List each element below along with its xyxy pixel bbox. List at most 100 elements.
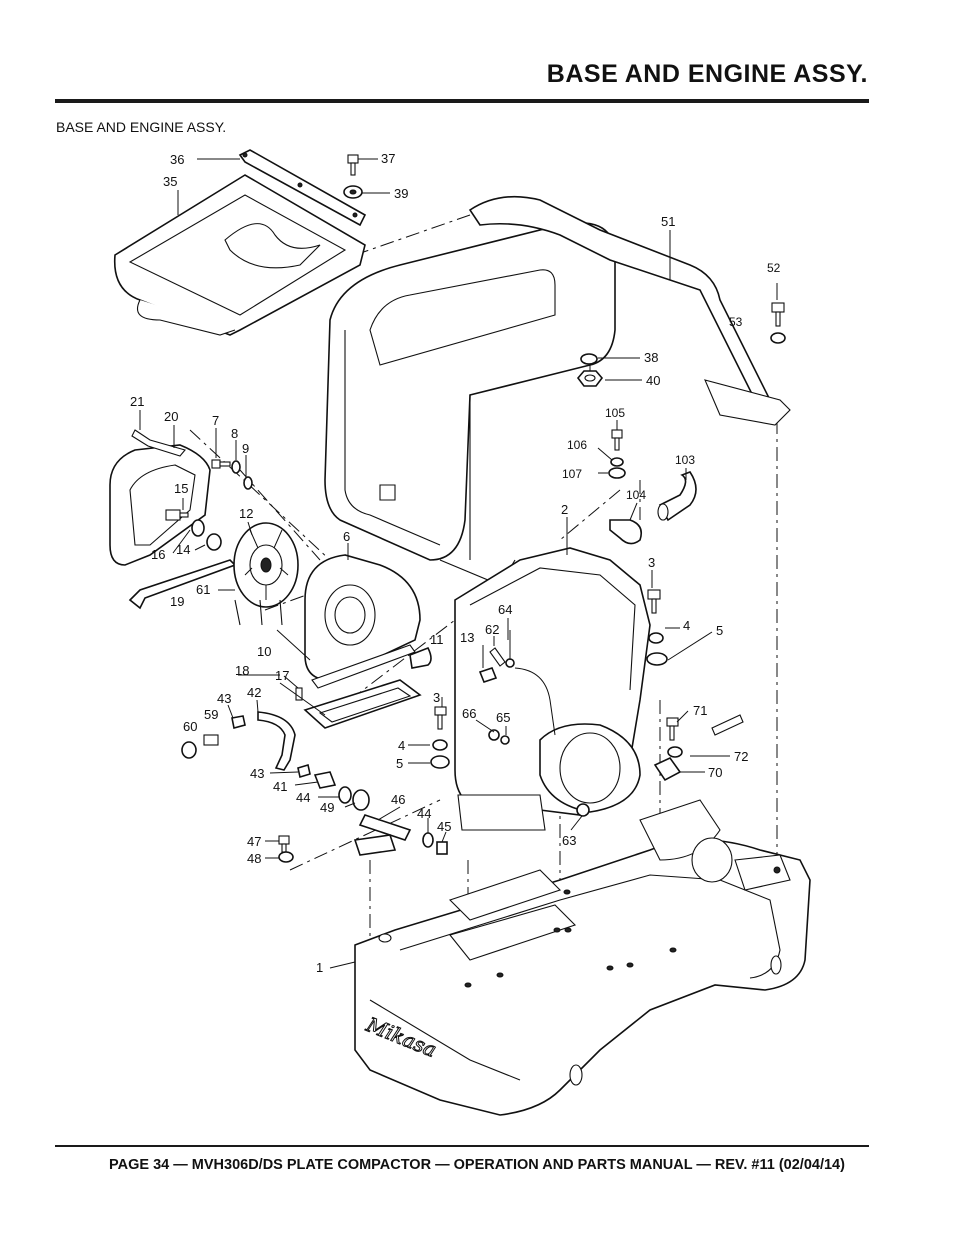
callout-11: 11 [430, 632, 444, 647]
bolt-part-105 [611, 429, 623, 451]
bolt-part-71 [666, 714, 744, 741]
section-title: BASE AND ENGINE ASSY. [546, 60, 868, 88]
pipe-part-46 [353, 814, 412, 856]
bolt-part-21 [131, 429, 186, 457]
callout-60: 60 [183, 719, 197, 734]
washer-part-9 [243, 476, 253, 490]
callout-19: 19 [170, 594, 184, 609]
callout-65: 65 [496, 710, 510, 725]
bolt-part-15 [165, 509, 189, 521]
callout-51: 51 [661, 214, 675, 229]
callout-6: 6 [343, 529, 350, 544]
callout-43-top: 43 [217, 691, 231, 706]
callout-105: 105 [605, 406, 625, 420]
callout-8: 8 [231, 426, 238, 441]
bracket-part-36 [238, 149, 367, 227]
callout-61: 61 [196, 582, 210, 597]
callout-46: 46 [391, 792, 405, 807]
callout-48: 48 [247, 851, 261, 866]
cover-part-20 [109, 444, 211, 566]
bolt-part-47 [278, 835, 290, 853]
callout-106: 106 [567, 438, 587, 452]
callout-104: 104 [626, 488, 646, 502]
callout-5-right: 5 [716, 623, 723, 638]
nut-part-40 [576, 370, 604, 387]
bolt-part-3-right [647, 589, 661, 614]
callout-35: 35 [163, 174, 177, 189]
plug-part-45 [436, 841, 448, 855]
callout-71: 71 [693, 703, 707, 718]
terminal-part-70 [653, 756, 682, 782]
callout-45: 45 [437, 819, 451, 834]
part-13 [478, 667, 498, 683]
callout-40: 40 [646, 373, 660, 388]
callout-43-bottom: 43 [250, 766, 264, 781]
callout-3-left: 3 [433, 690, 440, 705]
header-rule [55, 99, 869, 103]
bolt-part-7 [211, 459, 231, 469]
callout-5-left: 5 [396, 756, 403, 771]
hose-part-42 [257, 711, 296, 771]
callout-62: 62 [485, 622, 499, 637]
part-63 [576, 803, 590, 817]
diagram-caption: BASE AND ENGINE ASSY. [56, 119, 227, 135]
washer-part-38 [580, 353, 598, 365]
leader-lines [139, 158, 778, 969]
callout-103: 103 [675, 453, 695, 467]
callout-53: 53 [729, 315, 743, 329]
callout-44-right: 44 [417, 806, 431, 821]
washer-part-53 [770, 332, 786, 344]
hose-part-103 [657, 471, 697, 522]
bolt-part-52 [771, 302, 785, 327]
washer-part-72 [667, 746, 683, 758]
gasket-part-10 [311, 644, 416, 689]
callout-17: 17 [275, 668, 289, 683]
callout-52: 52 [767, 261, 781, 275]
clamp-part-49 [352, 789, 370, 811]
bolt-part-3-left [434, 706, 447, 730]
callout-9: 9 [242, 441, 249, 456]
callout-107: 107 [562, 467, 582, 481]
washer-part-5-left [430, 755, 450, 769]
callout-14: 14 [176, 542, 190, 557]
washer-part-5-right [646, 652, 668, 666]
collar-part-14 [206, 533, 222, 551]
callout-44-left: 44 [296, 790, 310, 805]
callout-42: 42 [247, 685, 261, 700]
clamp-part-43 [231, 715, 246, 729]
callout-2: 2 [561, 502, 568, 517]
callout-37: 37 [381, 151, 395, 166]
part-64 [505, 630, 515, 668]
callout-63: 63 [562, 833, 576, 848]
part-65 [500, 735, 510, 745]
callout-21: 21 [130, 394, 144, 409]
top-cover-part-35 [113, 174, 366, 336]
washer-part-44b [422, 832, 434, 848]
callout-66: 66 [462, 706, 476, 721]
callout-13: 13 [460, 630, 474, 645]
frame-guard [324, 195, 791, 586]
page-footer: PAGE 34 — MVH306D/DS PLATE COMPACTOR — O… [109, 1157, 845, 1173]
washer-part-107 [608, 467, 626, 479]
washer-part-4-left [432, 739, 448, 751]
fan-part-12 [233, 522, 299, 608]
housing-part-6 [304, 554, 421, 681]
base-part-1: Mikasa [354, 799, 811, 1116]
callout-labels: 36 37 35 39 51 52 53 38 40 105 106 107 1… [130, 151, 781, 975]
cable [514, 667, 556, 736]
washer-part-44 [338, 786, 352, 804]
callout-20: 20 [164, 409, 178, 424]
washer-part-39 [343, 185, 363, 199]
callout-70: 70 [708, 765, 722, 780]
washer-part-60 [181, 741, 197, 759]
callout-47: 47 [247, 834, 261, 849]
callout-18: 18 [235, 663, 249, 678]
callout-7: 7 [212, 413, 219, 428]
clamp-part-104 [609, 519, 643, 545]
callout-16: 16 [151, 547, 165, 562]
part-66 [488, 729, 500, 741]
callout-72: 72 [734, 749, 748, 764]
washer-part-8 [231, 460, 241, 474]
footer-rule [55, 1145, 869, 1147]
fitting-part-41 [313, 771, 337, 789]
